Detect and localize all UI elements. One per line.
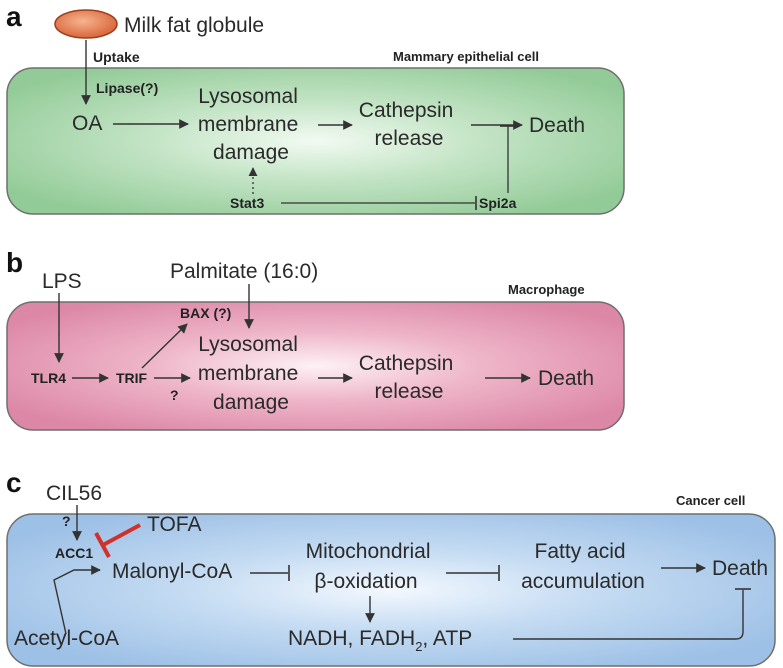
lipase-label: Lipase(?) <box>96 80 158 96</box>
milk-fat-globule-icon <box>54 9 118 39</box>
death-label-c: Death <box>712 557 768 580</box>
panel-a-letter: a <box>6 1 22 32</box>
trif-to-bax-arrow <box>141 323 188 369</box>
panel-a: a Milk fat globule Mammary epithelial ce… <box>6 1 625 215</box>
cell-type-label-a: Mammary epithelial cell <box>393 49 539 64</box>
stat3-label: Stat3 <box>230 195 264 211</box>
panel-b-letter: b <box>6 247 23 278</box>
tofa-inhibition-bar <box>94 532 111 558</box>
tofa-label: TOFA <box>147 513 201 536</box>
lysosomal-damage-label-a: Lysosomal membrane damage <box>198 85 304 164</box>
lps-label: LPS <box>42 270 82 293</box>
atp-inhibit-death-line <box>513 590 744 640</box>
oa-label: OA <box>72 112 102 135</box>
malonyl-coa-label: Malonyl-CoA <box>112 560 232 583</box>
death-label-a: Death <box>529 114 585 137</box>
death-label-b: Death <box>538 367 594 390</box>
palmitate-label: Palmitate (16:0) <box>170 260 318 283</box>
cathepsin-release-label-b: Cathepsin release <box>359 352 459 403</box>
acc1-label: ACC1 <box>55 545 93 561</box>
uptake-label: Uptake <box>93 49 140 65</box>
milk-fat-globule-label: Milk fat globule <box>124 14 264 37</box>
cil56-question-label: ? <box>62 513 71 529</box>
cancer-cell-box <box>6 513 776 667</box>
mammary-cell-box <box>6 67 625 215</box>
bax-label: BAX (?) <box>180 305 231 321</box>
tlr4-label: TLR4 <box>31 370 66 386</box>
panel-c: c Cancer cell CIL56 ? TOFA ACC1 Malonyl-… <box>6 467 776 667</box>
cil56-label: CIL56 <box>46 482 102 505</box>
nadh-fadh-atp-label: NADH, FADH2, ATP <box>288 627 472 654</box>
macrophage-box <box>6 301 625 431</box>
tofa-inhibition-line <box>102 523 141 547</box>
trif-question-label: ? <box>170 387 179 403</box>
mito-beta-oxidation-label: Mitochondrial β-oxidation <box>306 540 437 593</box>
fatty-acid-accumulation-label: Fatty acid accumulation <box>521 540 645 593</box>
panel-c-letter: c <box>6 467 22 498</box>
cathepsin-release-label-a: Cathepsin release <box>359 99 459 150</box>
cell-type-label-c: Cancer cell <box>676 493 745 508</box>
trif-label: TRIF <box>116 370 148 386</box>
lysosomal-damage-label-b: Lysosomal membrane damage <box>198 333 304 414</box>
acetyl-coa-label: Acetyl-CoA <box>14 627 119 650</box>
acetyl-to-malonyl-arrow <box>53 565 101 635</box>
spi2a-label: Spi2a <box>479 195 517 211</box>
panel-b: b Macrophage LPS Palmitate (16:0) BAX (?… <box>6 247 625 431</box>
cell-type-label-b: Macrophage <box>508 282 585 297</box>
